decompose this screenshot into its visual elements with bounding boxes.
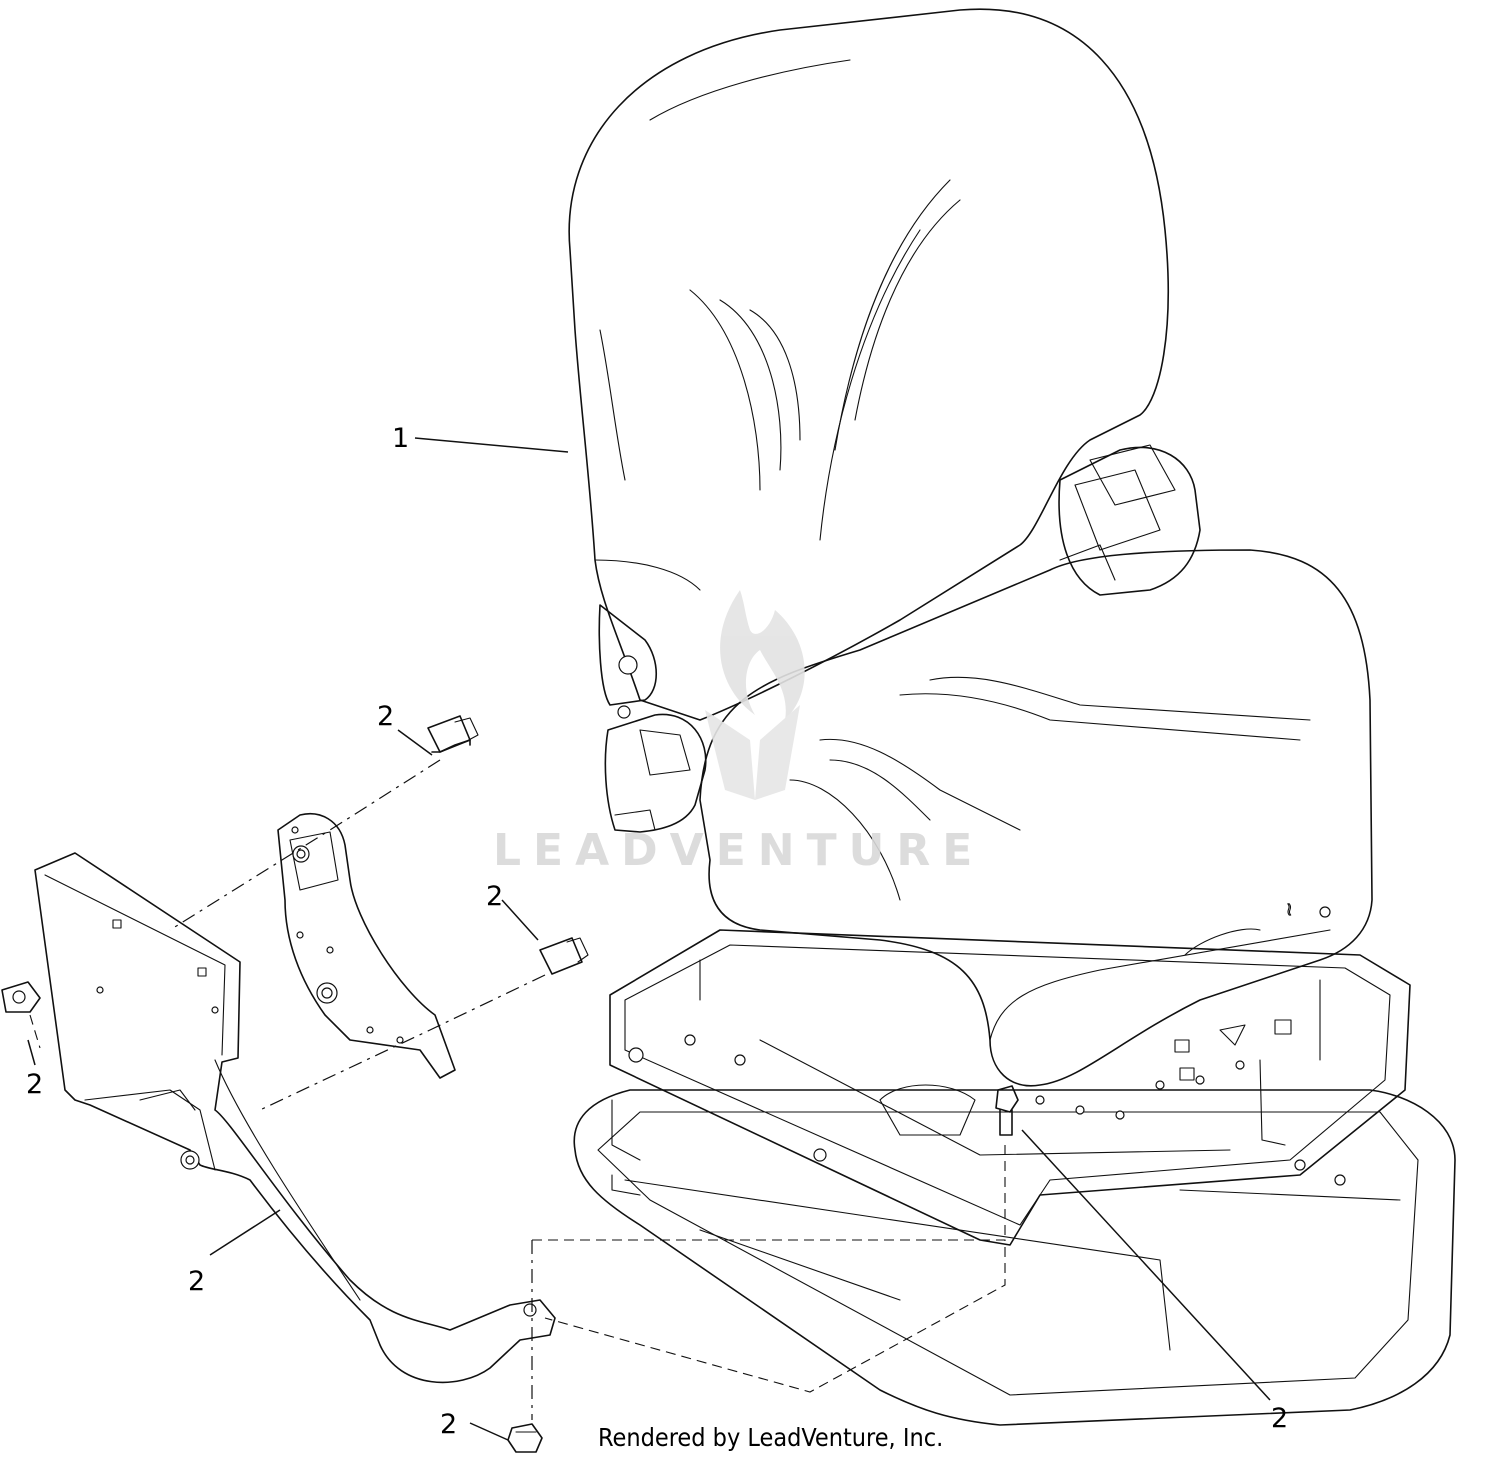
seat-adapter-plate (277, 813, 456, 1079)
callout-2-middle-bolt: 2 (486, 881, 503, 912)
callout-labels: 1 2 2 2 2 2 2 (26, 423, 1288, 1440)
watermark-text: LEADVENTURE (493, 825, 984, 876)
hex-bolt-middle (539, 937, 589, 975)
callout-2-bracket: 2 (188, 1266, 205, 1297)
assembly-centerlines (29, 759, 1006, 1420)
rendered-by-credit: Rendered by LeadVenture, Inc. (598, 1423, 943, 1452)
seat-cushion: ~ (699, 549, 1373, 1087)
hex-bolt-upper (427, 715, 479, 753)
hex-bolt-frame (995, 1085, 1019, 1136)
callout-1-seat: 1 (392, 423, 409, 454)
seat-suspension-frame (609, 929, 1411, 1246)
seat-base-tray (573, 1089, 1456, 1426)
seat-back (568, 8, 1169, 721)
svg-text:~: ~ (1279, 902, 1300, 917)
callout-2-bottom-nut: 2 (440, 1409, 457, 1440)
callout-2-frame-bolt: 2 (1271, 1403, 1288, 1434)
flange-nut-left (1, 981, 41, 1013)
seat-belt-retractor (1058, 444, 1201, 596)
callout-2-upper-bolt: 2 (377, 701, 394, 732)
seat-belt-buckle (604, 713, 707, 833)
callout-2-left-nut: 2 (26, 1069, 43, 1100)
leader-lines (27, 437, 1271, 1441)
seat-mount-bracket (34, 852, 556, 1384)
flange-nut-bottom (507, 1423, 543, 1453)
leadventure-watermark: LEADVENTURE (493, 590, 984, 876)
